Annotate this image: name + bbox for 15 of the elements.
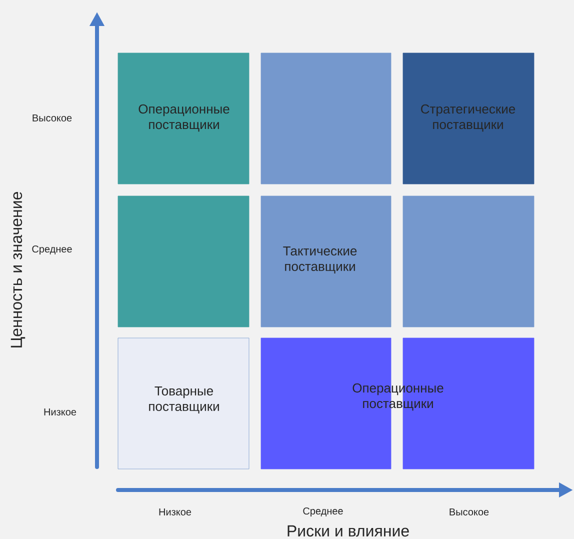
tick-label: Низкое — [159, 508, 192, 516]
axis-title: Риски и влияние — [288, 525, 409, 537]
quadrant-box — [402, 196, 534, 328]
quadrant-box — [118, 196, 250, 328]
quadrant-box: Тактические поставщики — [260, 196, 392, 328]
tick-label: Низкое — [44, 408, 76, 416]
quadrant-box — [260, 52, 392, 184]
tick-label: Среднее — [32, 245, 72, 255]
tick-label: Высокое — [450, 508, 489, 516]
quadrant-box: Стратегические поставщики — [402, 52, 534, 184]
tick-label: Высокое — [32, 114, 72, 122]
tick-label: Среднее — [303, 507, 343, 516]
axis-title: Ценность и значение — [10, 192, 26, 348]
quadrant-box: Операционные поставщики — [118, 52, 250, 184]
quadrant-box: Товарные поставщики — [118, 338, 250, 470]
